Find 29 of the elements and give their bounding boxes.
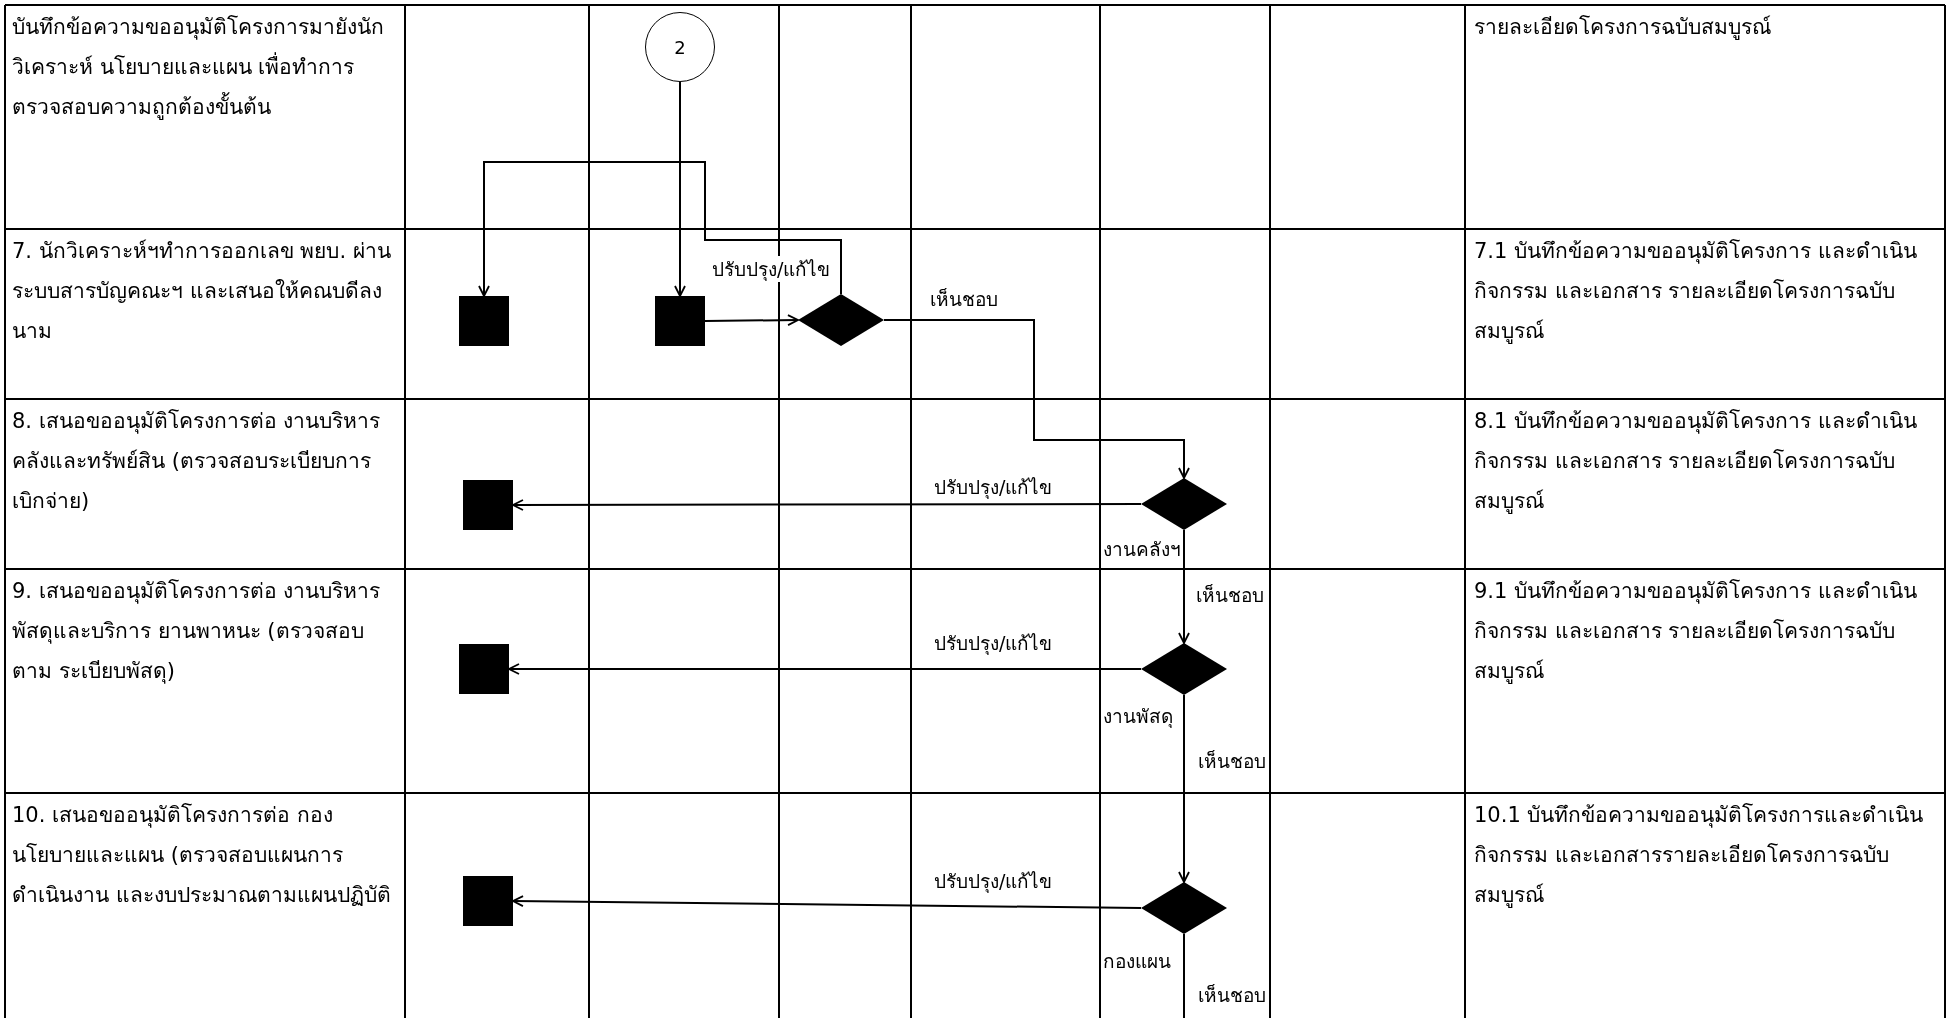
- arrow: [512, 895, 1142, 909]
- arrow: [1178, 529, 1190, 644]
- step-description: 9. เสนอขออนุมัติโครงการต่อ งานบริหารพัสดุและบริการ ยานพาหนะ (ตรวจสอบตาม ระเบียบพัสดุ): [12, 578, 382, 686]
- document-description: 9.1 บันทึกข้อความขออนุมัติโครงการ และดำเนินกิจกรรม และเอกสาร รายละเอียดโครงการฉบับสมบูรณ์: [1474, 578, 1918, 686]
- document-description: รายละเอียดโครงการฉบับสมบูรณ์: [1474, 14, 1772, 42]
- arrow: [478, 161, 842, 297]
- node-caption: งานคลังฯ: [1103, 537, 1181, 562]
- document-description: 7.1 บันทึกข้อความขออนุมัติโครงการ และดำเนินกิจกรรม และเอกสาร รายละเอียดโครงการฉบับสมบูรณ์: [1474, 238, 1918, 346]
- document-description: 8.1 บันทึกข้อความขออนุมัติโครงการ และดำเนินกิจกรรม และเอกสาร รายละเอียดโครงการฉบับสมบูรณ์: [1474, 408, 1918, 516]
- process-square: [459, 296, 509, 346]
- step-description: 8. เสนอขออนุมัติโครงการต่อ งานบริหารคลังและทรัพย์สิน (ตรวจสอบระเบียบการเบิกจ่าย): [12, 408, 382, 515]
- step-description: 7. นักวิเคราะห์ฯทำการออกเลข พยบ. ผ่านระบบสารบัญคณะฯ และเสนอให้คณบดีลงนาม: [12, 238, 392, 345]
- process-square: [459, 644, 509, 694]
- connector-circle: 2: [645, 12, 715, 82]
- arrow: [512, 499, 1142, 511]
- process-square: [655, 296, 705, 346]
- step-description: 10. เสนอขออนุมัติโครงการต่อ กองนโยบายและแผน (ตรวจสอบแผนการดำเนินงาน และงบประมาณตามแผนปฏิบัติ: [12, 802, 392, 909]
- process-square: [463, 876, 513, 926]
- arrow: [674, 81, 686, 297]
- node-caption: งานพัสดุ: [1103, 704, 1173, 729]
- step-description: บันทึกข้อความขออนุมัติโครงการมายังนักวิเคราะห์ นโยบายและแผน เพื่อทำการตรวจสอบความถูกต้องขั้นต้น: [12, 14, 385, 122]
- process-square: [463, 480, 513, 530]
- arrow: [704, 314, 799, 326]
- arrow: [883, 319, 1190, 479]
- connector-line: [1183, 933, 1185, 1018]
- node-caption: กองแผน: [1103, 949, 1171, 974]
- arrow: [1178, 694, 1190, 883]
- document-description: 10.1 บันทึกข้อความขออนุมัติโครงการและดำเนินกิจกรรม และเอกสารรายละเอียดโครงการฉบับสมบูรณ์: [1474, 802, 1925, 910]
- arrow: [508, 663, 1142, 675]
